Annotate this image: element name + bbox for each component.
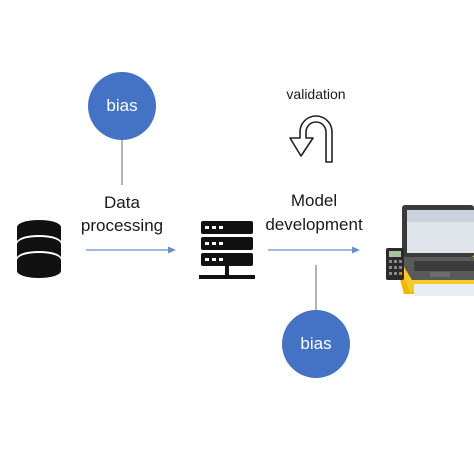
bias-bottom-circle [282,310,350,378]
database-icon [17,220,61,278]
data-processing-line2: processing [80,216,164,235]
arrow-server-to-laptop [268,246,360,254]
model-development-label: Model development [256,189,372,237]
laptop-icon [386,205,474,296]
bias-bottom-label: bias [300,334,332,353]
u-turn-arrow-icon [289,115,333,163]
bias-top-label: bias [106,96,138,115]
bias-top-circle [88,72,156,140]
server-icon [199,221,255,279]
data-processing-label: Data processing [72,191,172,237]
model-development-line1: Model [290,191,338,210]
arrow-data-to-server [86,246,176,254]
data-processing-line1: Data [104,193,140,212]
validation-label: validation [286,86,346,102]
model-development-line2: development [265,215,363,234]
